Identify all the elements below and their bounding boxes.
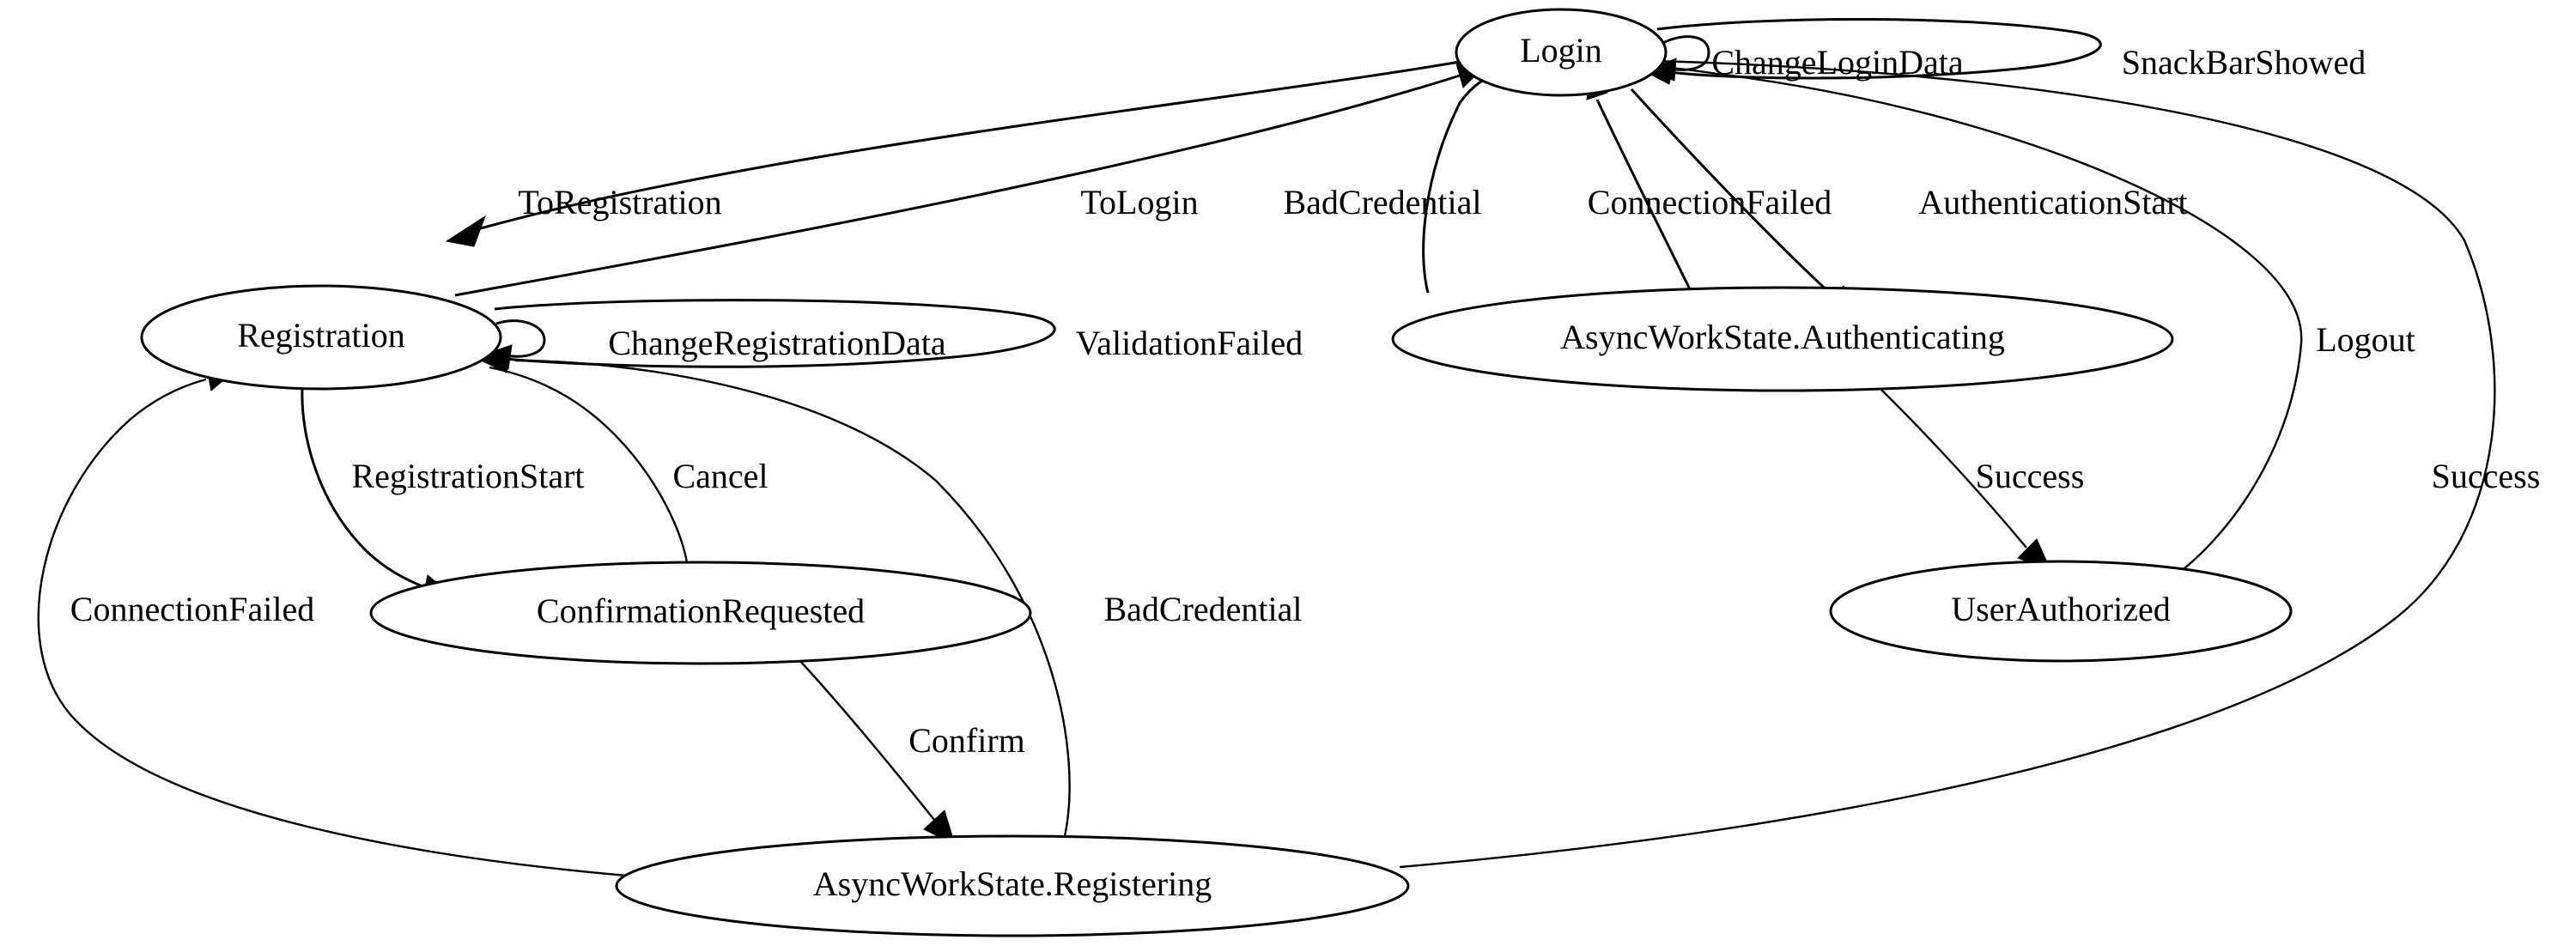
arrow-head-validation-failed: [476, 348, 511, 373]
node-label-confirmation-requested: ConfirmationRequested: [537, 591, 865, 630]
edge-label-change-registration-data: ChangeRegistrationData: [608, 324, 945, 362]
edge-path-success-authenticating: [1880, 388, 2027, 549]
node-label-authenticating: AsyncWorkState.Authenticating: [1560, 318, 2005, 356]
edge-label-logout: Logout: [2316, 320, 2415, 359]
node-login[interactable]: Login: [1455, 8, 1668, 97]
edge-label-authentication-start: AuthenticationStart: [1918, 183, 2187, 221]
node-ellipse-authenticating: [1391, 286, 2174, 392]
edge-path-authentication-start: [1630, 88, 1835, 298]
edge-validation-failed[interactable]: [476, 299, 1056, 373]
edge-label-to-registration: ToRegistration: [518, 183, 721, 221]
edge-path-success-registering: [1399, 59, 2496, 869]
node-authenticating[interactable]: AsyncWorkState.Authenticating: [1391, 286, 2174, 392]
edge-path-bad-credential-top: [1422, 69, 1502, 294]
nodes-layer: Login Registration AsyncWorkState.Authen…: [140, 8, 2293, 937]
edge-path-to-registration: [480, 60, 1461, 230]
arrow-head-to-registration: [445, 215, 486, 247]
node-ellipse-login: [1455, 8, 1668, 97]
edge-label-success-registering: Success: [2432, 457, 2541, 495]
edge-path-logout: [1622, 62, 2303, 576]
edge-label-bad-credential-top: BadCredential: [1283, 183, 1481, 221]
edge-path-bad-credential-registering: [514, 359, 1071, 837]
node-ellipse-registering: [615, 834, 1410, 937]
edge-success-registering[interactable]: [1399, 59, 2496, 869]
edge-label-snackbar-showed: SnackBarShowed: [2122, 43, 2366, 82]
edge-bad-credential-registering[interactable]: [514, 359, 1071, 837]
edge-cancel[interactable]: [489, 366, 689, 563]
edge-path-change-registration-data: [495, 319, 546, 358]
edge-label-validation-failed: ValidationFailed: [1076, 324, 1303, 362]
edge-path-cancel: [489, 366, 689, 563]
edge-path-connection-failed-registering: [37, 378, 628, 877]
edge-labels-layer: ToRegistration ToLogin BadCredential Con…: [70, 43, 2541, 760]
node-registration[interactable]: Registration: [140, 284, 502, 391]
node-label-registration: Registration: [237, 316, 405, 355]
edge-label-cancel: Cancel: [672, 457, 768, 495]
node-user-authorized[interactable]: UserAuthorized: [1829, 560, 2293, 663]
edge-to-registration[interactable]: [445, 60, 1461, 247]
node-ellipse-confirmation-requested: [369, 561, 1032, 665]
node-confirmation-requested[interactable]: ConfirmationRequested: [369, 561, 1032, 665]
edge-label-bad-credential-registering: BadCredential: [1103, 590, 1302, 628]
edge-label-change-login-data: ChangeLoginData: [1711, 43, 1963, 82]
edge-to-login[interactable]: [454, 56, 1496, 297]
node-ellipse-registration: [140, 284, 502, 391]
edges-layer: [37, 17, 2496, 877]
edge-label-registration-start: RegistrationStart: [351, 457, 584, 495]
node-label-registering: AsyncWorkState.Registering: [813, 864, 1212, 903]
edge-label-to-login: ToLogin: [1080, 183, 1198, 221]
node-label-user-authorized: UserAuthorized: [1951, 590, 2170, 628]
edge-label-success-authenticating: Success: [1976, 457, 2085, 495]
edge-path-confirm: [798, 658, 935, 821]
edge-path-registration-start: [301, 387, 423, 588]
edge-path-snackbar-showed: [1656, 17, 2102, 80]
edge-logout[interactable]: [1622, 62, 2303, 576]
edge-path-validation-failed: [494, 299, 1056, 368]
edge-label-connection-failed-registering: ConnectionFailed: [70, 590, 314, 628]
node-ellipse-user-authorized: [1829, 560, 2293, 663]
edge-path-connection-failed-auth: [1595, 99, 1693, 294]
edge-path-to-login: [454, 74, 1461, 297]
edge-connection-failed-auth[interactable]: [1586, 67, 1693, 294]
node-label-login: Login: [1520, 31, 1602, 70]
edge-label-confirm: Confirm: [908, 721, 1025, 760]
node-registering[interactable]: AsyncWorkState.Registering: [615, 834, 1410, 937]
edge-label-connection-failed-auth: ConnectionFailed: [1588, 183, 1832, 221]
edge-bad-credential-top[interactable]: [1422, 59, 1521, 294]
